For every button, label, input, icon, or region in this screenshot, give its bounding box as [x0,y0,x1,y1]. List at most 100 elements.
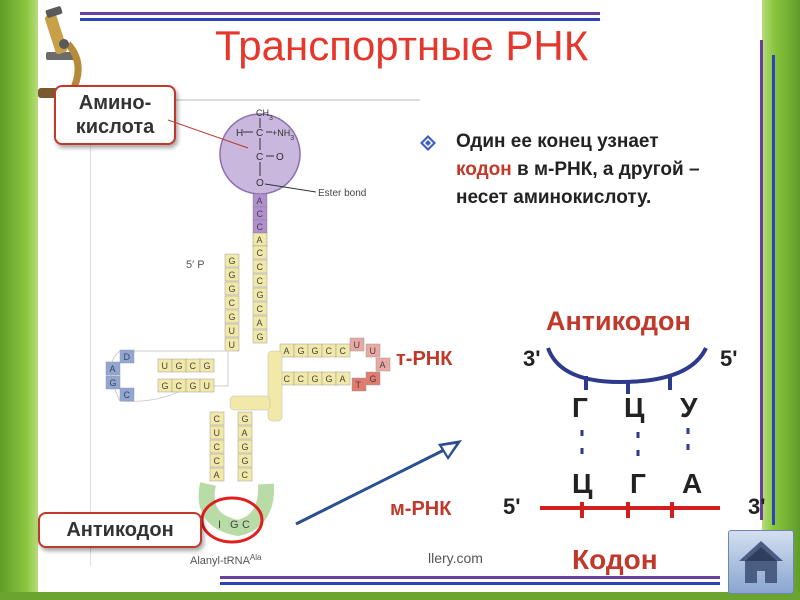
anticodon-heading: Антикодон [546,306,691,336]
top-stripe-2 [80,18,600,21]
right-vstripe-1 [760,40,763,520]
description-part1: Один ее конец узнает [456,131,659,152]
o2-label: O [256,178,264,189]
acceptor-right-base: C [257,276,264,286]
home-icon [739,541,783,583]
acceptor-3prime-base: C [257,222,264,232]
t-stem-base: G [298,346,305,356]
top-stripe-1 [80,12,600,15]
anticodon-base: C [242,519,250,531]
acceptor-left-base: G [229,256,236,266]
acceptor-right-base: G [257,332,264,342]
ester-bond-label: Ester bond [318,188,366,199]
t-loop-base: G [370,374,377,384]
anticodon-stem-right-base: G [242,414,249,424]
acceptor-left-base: G [229,284,236,294]
anticodon-letter-3: У [680,392,698,423]
d-stem-base-lower: G [162,381,169,391]
acceptor-3prime-base: A [257,235,263,245]
trna-caption: Alanyl-tRNAAla [190,553,262,568]
acceptor-3prime-end [252,193,268,247]
callout-anticodon: Антикодон [38,512,202,548]
mrna-5prime-label: 5' [503,494,521,519]
anticodon-stem-right-base: A [242,428,248,438]
trna-arc [546,347,708,385]
d-stem-base: C [190,361,197,371]
description-part2: в м-РНК, а другой – несет аминокислоту. [456,159,700,208]
d-loop-base: A [110,364,116,374]
acceptor-left-base: G [229,312,236,322]
anticodon-loop [198,482,275,537]
d-stem-base-lower: U [204,381,211,391]
callout-amino-acid: Амино- кислота [54,85,176,145]
anticodon-base: G [230,519,239,531]
d-stem-base-lower: G [190,381,197,391]
h-label: H [236,128,243,139]
five-prime-label: 5′ P [186,259,205,271]
codon-heading: Кодон [572,544,658,575]
t-stem-base-lower: G [312,374,319,384]
diamond-bullet-icon [420,135,436,151]
acceptor-3prime-base: A [257,196,263,206]
bottom-stripe-1 [220,576,720,579]
anticodon-base: I [218,519,221,531]
watermark-text: llery.com [428,550,483,566]
right-vstripe-2 [772,55,775,525]
bottom-frame-decoration [0,592,800,600]
acceptor-3prime-base: C [257,209,264,219]
t-stem-base-lower: C [284,374,291,384]
description-highlight-kodon: кодон [456,159,512,180]
home-button[interactable] [728,530,794,594]
anticodon-stem-right-base: G [242,442,249,452]
codon-pairing-lines [540,347,720,518]
t-loop-base: A [380,360,386,370]
anticodon-stem-right-base: G [242,456,249,466]
t-stem-base-lower: A [340,374,346,384]
variable-region [229,350,283,422]
o-label: O [276,152,284,163]
d-stem-base: G [176,361,183,371]
d-stem-base: G [204,361,211,371]
t-loop-base: U [354,340,361,350]
acceptor-right-base: C [257,304,264,314]
acceptor-right-base: C [257,262,264,272]
c2-label: C [256,152,263,163]
anticodon-stem-left-base: C [214,414,221,424]
t-stem-base: G [312,346,319,356]
slide-title: Транспортные РНК [215,22,589,69]
acceptor-right-base: G [257,290,264,300]
d-stem-base: U [162,361,169,371]
mrna-label: м-РНК [390,498,452,520]
trna-label: т-РНК [396,348,453,370]
codon-letter-3: А [682,468,703,499]
acceptor-left-base: U [229,340,236,350]
t-loop-base: T [356,380,362,390]
t-stem-base: C [326,346,333,356]
codon-letter-1: Ц [572,468,593,499]
description-text: Один ее конец узнает кодон в м-РНК, а др… [456,128,716,212]
t-stem-base-lower: G [326,374,333,384]
t-stem-base: A [284,346,290,356]
acceptor-right-base: A [257,318,263,328]
bottom-stripe-2 [220,582,720,585]
t-stem-base-lower: C [298,374,305,384]
d-loop-base: C [124,390,131,400]
trna-5prime-label: 5' [720,346,738,371]
c-label: C [256,128,263,139]
codon-letter-2: Г [630,468,646,499]
acceptor-left-base: C [229,298,236,308]
acceptor-left-base: G [229,270,236,280]
anticodon-stem-right-base: C [242,470,249,480]
callout-amino-acid-pointer [168,119,249,149]
acceptor-left-base: U [229,326,236,336]
d-stem-base-lower: C [176,381,183,391]
mrna-3prime-label: 3' [748,494,766,519]
anticodon-stem-left-base: A [214,470,220,480]
pointer-arrow [295,440,462,526]
anticodon-letter-2: Ц [624,392,645,423]
